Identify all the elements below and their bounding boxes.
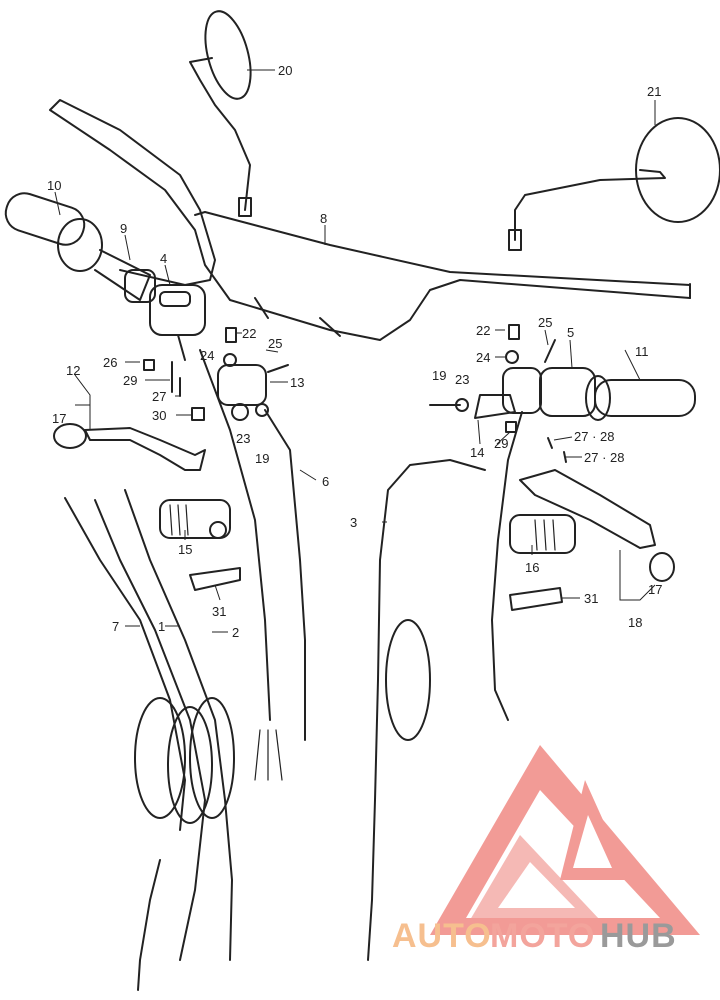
label-29-right: 29 bbox=[494, 436, 508, 451]
label-24-right: 24 bbox=[476, 350, 490, 365]
label-8: 8 bbox=[320, 211, 327, 226]
label-27-28-a: 27 · 28 bbox=[574, 429, 614, 444]
left-lever bbox=[53, 423, 206, 471]
label-13: 13 bbox=[290, 375, 304, 390]
watermark-auto: AUTO bbox=[392, 917, 492, 955]
label-25-left: 25 bbox=[268, 336, 282, 351]
right-lever-holder bbox=[474, 367, 596, 419]
label-25-right: 25 bbox=[538, 315, 552, 330]
handlebar bbox=[49, 99, 691, 341]
label-23-right: 23 bbox=[455, 372, 469, 387]
label-17-right: 17 bbox=[648, 582, 662, 597]
leader-lines bbox=[54, 69, 656, 633]
right-band bbox=[509, 587, 563, 611]
right-grip bbox=[585, 375, 696, 421]
watermark-moto: MOTO bbox=[490, 917, 595, 955]
watermark-hub: HUB bbox=[600, 917, 677, 955]
right-small-parts bbox=[429, 324, 567, 463]
label-12: 12 bbox=[66, 363, 80, 378]
label-24-left: 24 bbox=[200, 348, 214, 363]
label-21: 21 bbox=[647, 84, 661, 99]
label-19-left: 19 bbox=[255, 451, 269, 466]
label-30: 30 bbox=[152, 408, 166, 423]
label-31-left: 31 bbox=[212, 604, 226, 619]
label-9: 9 bbox=[120, 221, 127, 236]
label-10: 10 bbox=[47, 178, 61, 193]
label-3: 3 bbox=[350, 515, 357, 530]
right-holder-cable bbox=[491, 411, 523, 721]
right-throttle-housing bbox=[509, 514, 576, 554]
label-18: 18 bbox=[628, 615, 642, 630]
label-5: 5 bbox=[567, 325, 574, 340]
label-26: 26 bbox=[103, 355, 117, 370]
label-2: 2 bbox=[232, 625, 239, 640]
left-small-parts bbox=[143, 327, 289, 421]
label-1: 1 bbox=[158, 619, 165, 634]
label-6: 6 bbox=[322, 474, 329, 489]
left-throttle-housing bbox=[159, 499, 231, 539]
label-14: 14 bbox=[470, 445, 484, 460]
left-grip bbox=[4, 192, 156, 303]
label-23-left: 23 bbox=[236, 431, 250, 446]
label-17-left: 17 bbox=[52, 411, 66, 426]
right-mirror bbox=[508, 117, 720, 251]
label-27-left: 27 bbox=[152, 389, 166, 404]
label-20: 20 bbox=[278, 63, 292, 78]
left-switch-cables bbox=[199, 349, 306, 781]
right-cable bbox=[367, 459, 486, 961]
left-lever-holder bbox=[149, 284, 206, 361]
label-19-right: 19 bbox=[432, 368, 446, 383]
part-labels: 20 21 10 9 8 4 22 24 25 13 26 29 27 30 1… bbox=[47, 63, 662, 640]
label-4: 4 bbox=[160, 251, 167, 266]
left-cables bbox=[64, 489, 235, 991]
watermark-logo-icon bbox=[430, 745, 700, 935]
left-mirror bbox=[189, 10, 252, 217]
left-switch bbox=[217, 364, 269, 421]
label-29-left: 29 bbox=[123, 373, 137, 388]
label-22-right: 22 bbox=[476, 323, 490, 338]
label-7: 7 bbox=[112, 619, 119, 634]
left-band bbox=[189, 567, 241, 591]
label-11: 11 bbox=[635, 344, 649, 359]
right-lever bbox=[519, 469, 675, 582]
watermark-text: AUTO MOTO HUB bbox=[392, 917, 677, 955]
label-22-left: 22 bbox=[242, 326, 256, 341]
label-15: 15 bbox=[178, 542, 192, 557]
label-31-right: 31 bbox=[584, 591, 598, 606]
label-16: 16 bbox=[525, 560, 539, 575]
label-27-28-b: 27 · 28 bbox=[584, 450, 624, 465]
